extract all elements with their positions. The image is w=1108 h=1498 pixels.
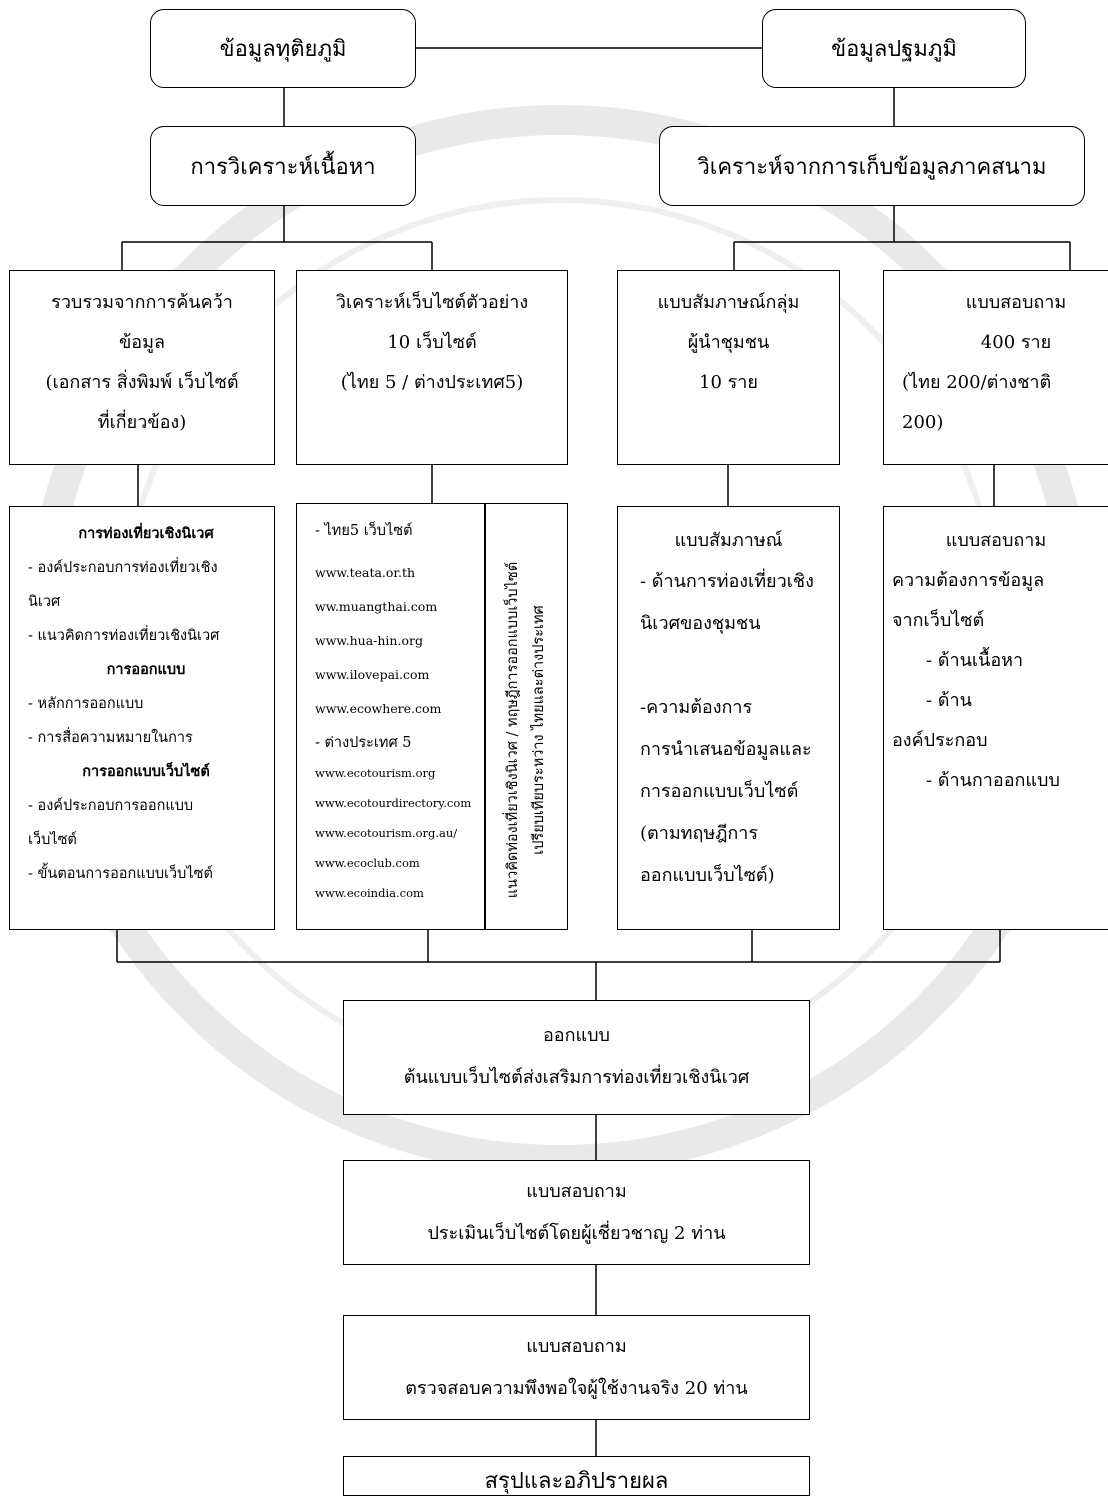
sample-website-analysis-box: วิเคราะห์เว็บไซต์ตัวอย่าง 10 เว็บไซต์ (ไ…	[296, 270, 568, 465]
l3c3-line3: 10 ราย	[699, 372, 758, 393]
foreign-sites-heading: - ต่างประเทศ 5	[315, 735, 412, 751]
l3c4-line4: 200)	[902, 412, 944, 433]
thai-site-4: www.ilovepai.com	[315, 667, 430, 682]
interview-item-2b: การนำเสนอข้อมูลและ	[640, 739, 812, 760]
web-design-heading: การออกแบบเว็บไซต์	[82, 763, 210, 780]
foreign-site-4: www.ecoclub.com	[315, 856, 420, 870]
foreign-site-1: www.ecotourism.org	[315, 766, 436, 780]
interview-item-2d: (ตามทฤษฎีการ	[640, 823, 759, 844]
secondary-data-label: ข้อมูลทุติยภูมิ	[219, 37, 347, 62]
expert-line-2: ประเมินเว็บไซต์โดยผู้เชี่ยวชาญ 2 ท่าน	[427, 1223, 726, 1244]
topic-item-2: - แนวคิดการท่องเที่ยวเชิงนิเวศ	[28, 628, 220, 644]
primary-data-label: ข้อมูลปฐมภูมิ	[831, 37, 957, 62]
field-analysis-box: วิเคราะห์จากการเก็บข้อมูลภาคสนาม	[659, 126, 1085, 206]
interview-item-1: - ด้านการท่องเที่ยวเชิง	[640, 571, 814, 592]
theory-topics-box: การท่องเที่ยวเชิงนิเวศ - องค์ประกอบการท่…	[9, 506, 275, 930]
design-line-1: ออกแบบ	[543, 1025, 610, 1046]
topic-item-1b: นิเวศ	[28, 594, 61, 610]
l3c2-line1: วิเคราะห์เว็บไซต์ตัวอย่าง	[335, 292, 529, 313]
primary-data-box: ข้อมูลปฐมภูมิ	[762, 9, 1026, 88]
topic-item-1: - องค์ประกอบการท่องเที่ยวเชิง	[28, 560, 218, 576]
topic-item-5b: เว็บไซต์	[28, 832, 77, 848]
questionnaire-needs-box: แบบสอบถาม ความต้องการข้อมูล จากเว็บไซต์ …	[883, 506, 1108, 930]
l3c3-line1: แบบสัมภาษณ์กลุ่ม	[657, 292, 800, 313]
ecotourism-heading: การท่องเที่ยวเชิงนิเวศ	[78, 525, 214, 542]
interview-item-2e: ออกแบบเว็บไซต์)	[640, 865, 775, 886]
summary-box: สรุปและอภิปรายผล	[343, 1456, 810, 1496]
l3c4-line2: 400 ราย	[980, 332, 1052, 353]
topic-item-3: - หลักการออกแบบ	[28, 696, 144, 712]
q-item-content: - ด้านเนื้อหา	[926, 650, 1024, 671]
users-line-2: ตรวจสอบความพึงพอใจผู้ใช้งานจริง 20 ท่าน	[405, 1378, 748, 1399]
thai-site-3: www.hua-hin.org	[315, 633, 423, 648]
thai-site-2: ww.muangthai.com	[315, 599, 438, 614]
foreign-site-2: www.ecotourdirectory.com	[315, 796, 472, 810]
q-item-design: - ด้านกาออกแบบ	[926, 770, 1060, 791]
content-analysis-box: การวิเคราะห์เนื้อหา	[150, 126, 416, 206]
content-analysis-label: การวิเคราะห์เนื้อหา	[190, 154, 376, 180]
users-line-1: แบบสอบถาม	[526, 1336, 627, 1357]
l3c2-line2: 10 เว็บไซต์	[387, 332, 477, 353]
interview-item-2: -ความต้องการ	[640, 697, 753, 718]
thai-site-1: www.teata.or.th	[315, 565, 416, 580]
foreign-site-3: www.ecotourism.org.au/	[315, 826, 458, 840]
l3c4-line1: แบบสอบถาม	[965, 292, 1067, 313]
comparison-vertical-box: แนวคิดท่องเที่ยวเชิงนิเวศ / ทฤษฎีการออกแ…	[485, 503, 568, 930]
thai-site-5: www.ecowhere.com	[315, 701, 442, 716]
field-analysis-label: วิเคราะห์จากการเก็บข้อมูลภาคสนาม	[697, 154, 1047, 180]
q-item-aspect: - ด้าน	[926, 690, 972, 711]
topic-item-5: - องค์ประกอบการออกแบบ	[28, 798, 194, 814]
research-collection-box: รวบรวมจากการค้นคว้า ข้อมูล (เอกสาร สิ่งพ…	[9, 270, 275, 465]
design-heading: การออกแบบ	[106, 661, 186, 678]
interview-item-1b: นิเวศของชุมชน	[640, 613, 761, 634]
topic-item-4: - การสื่อความหมายในการ	[28, 730, 193, 746]
summary-label: สรุปและอภิปรายผล	[484, 1469, 669, 1494]
community-leader-interview-box: แบบสัมภาษณ์กลุ่ม ผู้นำชุมชน 10 ราย	[617, 270, 840, 465]
l3c1-line3: (เอกสาร สิ่งพิมพ์ เว็บไซต์	[45, 372, 239, 393]
thai-sites-heading: - ไทย5 เว็บไซต์	[315, 523, 413, 539]
interview-form-box: แบบสัมภาษณ์ - ด้านการท่องเที่ยวเชิง นิเว…	[617, 506, 840, 930]
q-line-2: ความต้องการข้อมูล	[892, 570, 1045, 591]
l3c4-line3: (ไทย 200/ต่างชาติ	[902, 372, 1052, 393]
user-satisfaction-box: แบบสอบถาม ตรวจสอบความพึงพอใจผู้ใช้งานจริ…	[343, 1315, 810, 1420]
l3c1-line4: ที่เกี่ยวข้อง)	[97, 412, 187, 433]
interview-title: แบบสัมภาษณ์	[674, 530, 783, 551]
expert-line-1: แบบสอบถาม	[526, 1181, 627, 1202]
l3c2-line3: (ไทย 5 / ต่างประเทศ5)	[340, 372, 524, 393]
questionnaire-400-box: แบบสอบถาม 400 ราย (ไทย 200/ต่างชาติ 200)	[883, 270, 1108, 465]
q-item-component: องค์ประกอบ	[892, 730, 988, 751]
l3c1-line2: ข้อมูล	[118, 332, 165, 353]
topic-item-6: - ขั้นตอนการออกแบบเว็บไซต์	[28, 866, 213, 882]
interview-item-2c: การออกแบบเว็บไซต์	[640, 781, 799, 802]
expert-evaluation-box: แบบสอบถาม ประเมินเว็บไซต์โดยผู้เชี่ยวชาญ…	[343, 1160, 810, 1265]
l3c3-line2: ผู้นำชุมชน	[687, 332, 770, 353]
secondary-data-box: ข้อมูลทุติยภูมิ	[150, 9, 416, 88]
vertical-label-1: แนวคิดท่องเที่ยวเชิงนิเวศ / ทฤษฎีการออกแ…	[505, 561, 521, 899]
foreign-site-5: www.ecoindia.com	[315, 886, 424, 900]
vertical-label-2: เปรียบเทียบระหว่าง ไทยและต่างประเทศ	[531, 605, 547, 855]
website-list-box: - ไทย5 เว็บไซต์ www.teata.or.th ww.muang…	[296, 503, 485, 930]
design-line-2: ต้นแบบเว็บไซต์ส่งเสริมการท่องเที่ยวเชิงน…	[403, 1067, 750, 1088]
l3c1-line1: รวบรวมจากการค้นคว้า	[51, 292, 233, 313]
design-prototype-box: ออกแบบ ต้นแบบเว็บไซต์ส่งเสริมการท่องเที่…	[343, 1000, 810, 1115]
q-title: แบบสอบถาม	[945, 530, 1047, 551]
q-line-3: จากเว็บไซต์	[892, 610, 985, 631]
